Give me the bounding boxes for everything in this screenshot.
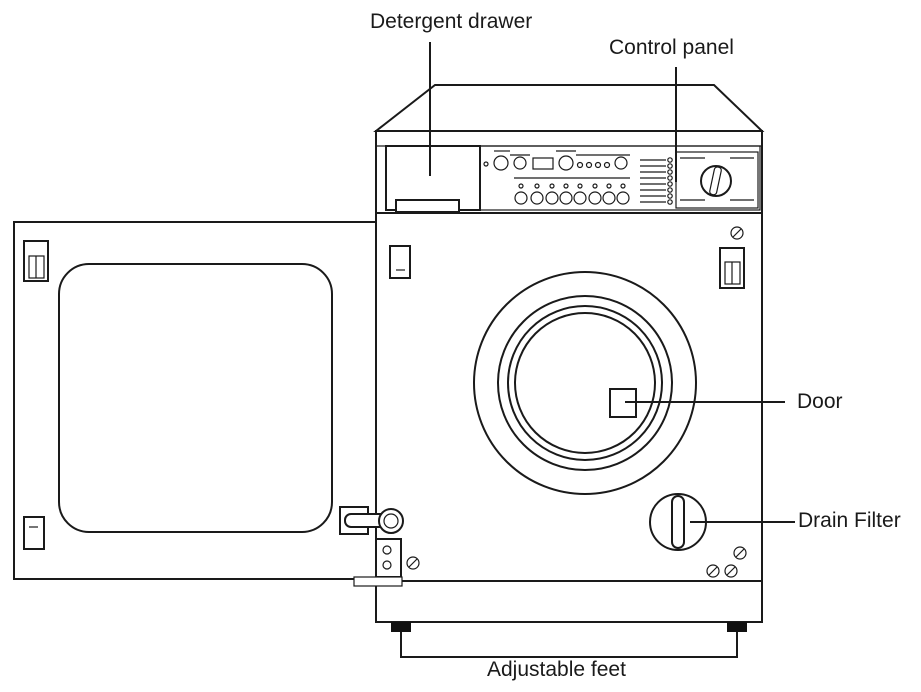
door-porthole (473, 271, 697, 495)
hinge-receiver (719, 247, 745, 289)
open-door (13, 221, 420, 587)
leader-lines (400, 42, 795, 658)
label-adjustable-feet: Adjustable feet (487, 658, 626, 681)
label-drain-filter: Drain Filter (798, 509, 901, 532)
control-panel (479, 145, 761, 211)
adjustable-feet (391, 622, 747, 632)
label-detergent-drawer: Detergent drawer (370, 10, 533, 33)
cabinet-body (375, 212, 763, 623)
label-control-panel: Control panel (609, 36, 734, 59)
label-door: Door (797, 390, 843, 413)
detergent-drawer (385, 145, 481, 213)
bottom-screws (706, 546, 747, 578)
cabinet-latch-slot (389, 245, 411, 279)
leader-adjustable-feet (400, 632, 738, 658)
machine-top (373, 84, 765, 132)
top-screw (730, 226, 744, 240)
